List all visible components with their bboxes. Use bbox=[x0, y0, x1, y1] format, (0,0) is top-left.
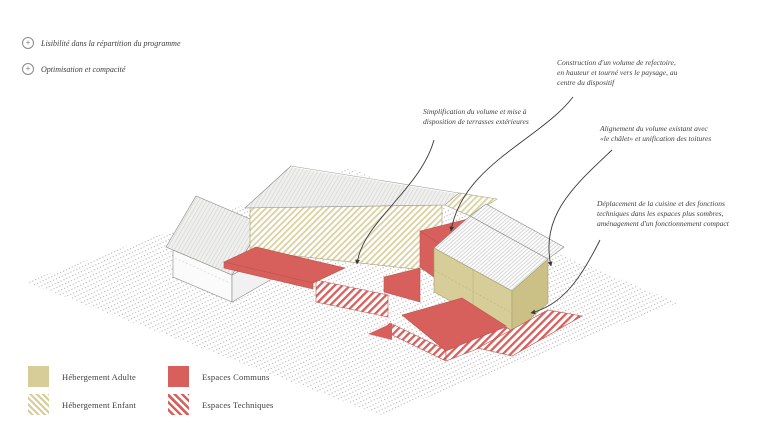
annotation-line: aménagement d'un fonctionnement compact bbox=[597, 219, 729, 228]
annotation-refectoire: Construction d'un volume de refectoire, … bbox=[557, 58, 677, 88]
technical-strip-right bbox=[477, 309, 583, 357]
circle-plus-icon: + bbox=[22, 37, 34, 49]
legend-label: Espaces Techniques bbox=[202, 399, 274, 410]
annotation-alignement: Alignement du volume existant avec «le c… bbox=[600, 124, 711, 144]
annotation-line: Construction d'un volume de refectoire, bbox=[557, 58, 676, 67]
annotation-simplification: Simplification du volume et mise à dispo… bbox=[423, 107, 529, 127]
header-bullet-1: + Lisibilité dans la répartition du prog… bbox=[22, 37, 181, 49]
circle-plus-icon: + bbox=[22, 63, 34, 75]
terrace-mid bbox=[383, 267, 421, 303]
legend-item-hebergement-adulte: Hébergement Adulte bbox=[28, 366, 136, 387]
annotation-line: disposition de terrasses extérieures bbox=[423, 117, 529, 126]
technical-areas bbox=[368, 297, 583, 362]
annotation-line: centre du dispositif bbox=[557, 78, 615, 87]
technical-terrace-face bbox=[315, 279, 389, 318]
header-bullet-2-label: Optimisation et compacité bbox=[41, 64, 126, 74]
swatch-solid-red bbox=[168, 366, 190, 387]
arrow-alignement bbox=[547, 149, 613, 267]
legend-label: Hébergement Enfant bbox=[62, 399, 137, 410]
terrace-upper-edge bbox=[223, 261, 314, 290]
swatch-solid-beige bbox=[28, 366, 49, 387]
header-bullet-2: + Optimisation et compacité bbox=[22, 63, 125, 75]
header-bullet-1-label: Lisibilité dans la répartition du progra… bbox=[41, 38, 181, 48]
children-lodging-building bbox=[244, 164, 498, 273]
arrow-simplification bbox=[355, 139, 435, 265]
annotation-cuisine: Déplacement de la cuisine et des fonctio… bbox=[597, 199, 729, 229]
children-building-gable-end bbox=[444, 192, 498, 217]
legend-item-espaces-communs: Espaces Communs bbox=[168, 366, 274, 387]
annotation-line: en hauteur et tourné vers le paysage, au bbox=[557, 68, 678, 77]
arrow-refectoire bbox=[449, 96, 574, 232]
legend-item-espaces-techniques: Espaces Techniques bbox=[168, 394, 274, 415]
legend: Hébergement Adulte Hébergement Enfant Es… bbox=[28, 366, 274, 415]
arrow-cuisine bbox=[530, 239, 601, 315]
annotation-line: «le châlet» et unification des toitures bbox=[600, 134, 712, 143]
legend-label: Espaces Communs bbox=[202, 371, 270, 382]
swatch-hatch-beige bbox=[28, 394, 49, 415]
annotation-line: Déplacement de la cuisine et des fonctio… bbox=[597, 199, 725, 208]
legend-item-hebergement-enfant: Hébergement Enfant bbox=[28, 394, 136, 415]
chalet-apron bbox=[401, 297, 507, 352]
chalet-building bbox=[433, 203, 565, 336]
common-terraces bbox=[223, 246, 421, 318]
annotation-arrows bbox=[355, 96, 613, 315]
annotation-line: techniques dans les espaces plus sombres… bbox=[597, 209, 724, 218]
swatch-hatch-red bbox=[168, 394, 190, 415]
legend-label: Hébergement Adulte bbox=[62, 371, 137, 382]
annotation-line: Simplification du volume et mise à bbox=[423, 107, 527, 116]
red-triangle-marker bbox=[368, 323, 392, 340]
chalet-end-wall bbox=[511, 258, 549, 336]
annotation-line: Alignement du volume existant avec bbox=[600, 124, 708, 133]
